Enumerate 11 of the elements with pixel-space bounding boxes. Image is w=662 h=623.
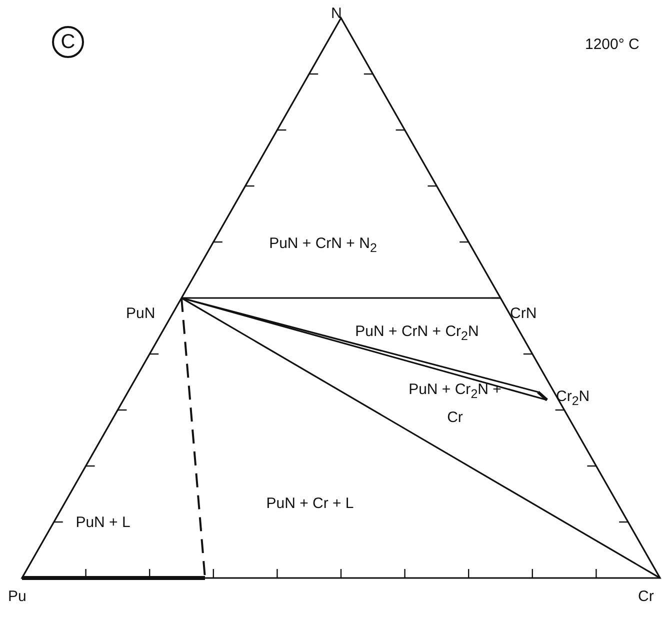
vertex-label: Cr xyxy=(638,587,654,607)
vertex-label: Pu xyxy=(8,587,26,607)
vertex-label: PuN xyxy=(126,304,156,324)
vertex-label: CrN xyxy=(510,304,537,324)
panel-letter: C xyxy=(52,26,84,58)
phase-region-label: PuN + Cr + L xyxy=(265,494,355,514)
temperature-label: 1200° C xyxy=(585,35,640,55)
phase-region-label: PuN + L xyxy=(74,513,132,533)
phase-region-label: PuN + CrN + N$_{2}$ xyxy=(268,234,378,257)
phase-region-label: PuN + CrN + Cr$_{2}$N xyxy=(354,322,480,345)
vertex-label: N xyxy=(331,4,342,24)
